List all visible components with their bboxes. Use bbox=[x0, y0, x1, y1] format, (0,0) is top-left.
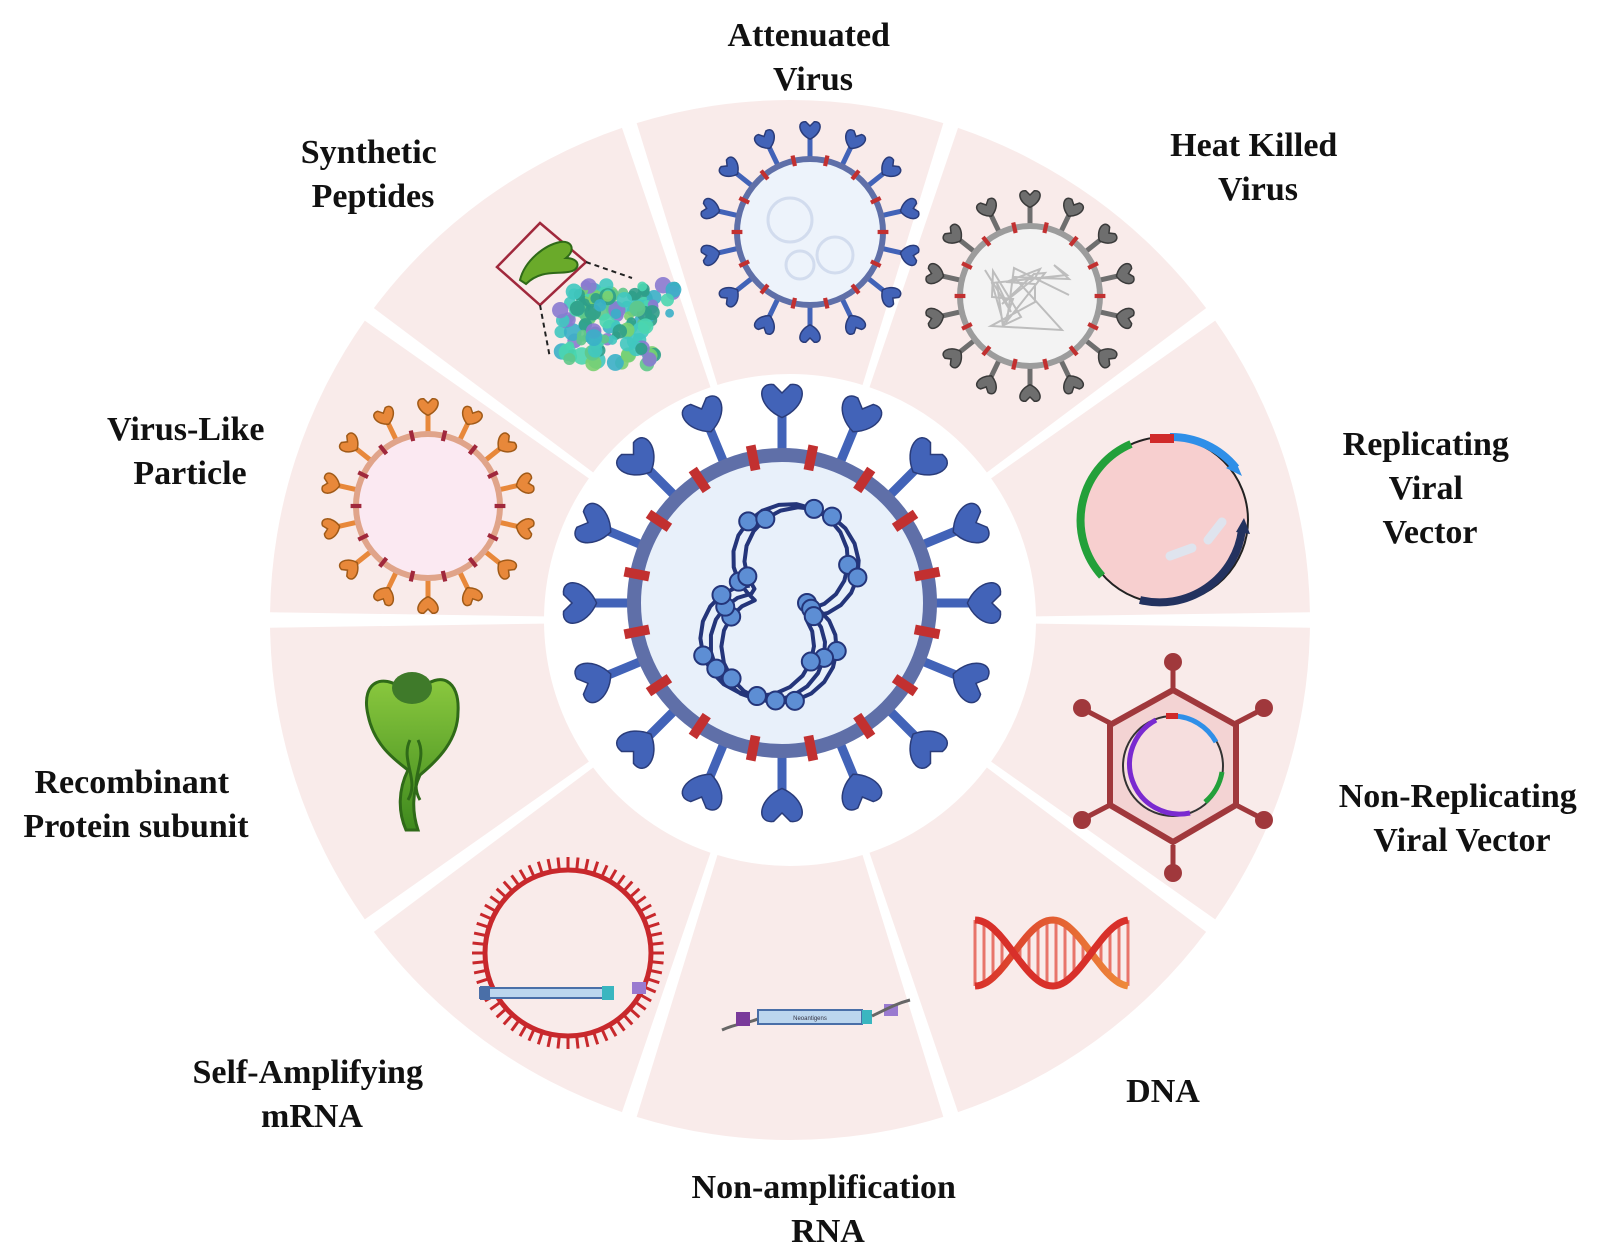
label-dna: DNA bbox=[1126, 1073, 1200, 1110]
label-synthetic-peptides: Synthetic Peptides bbox=[301, 134, 446, 215]
central-coronavirus-icon bbox=[563, 384, 1000, 821]
label-attenuated-virus: Attenuated Virus bbox=[728, 17, 899, 98]
strand-text: Neoantigens bbox=[793, 1016, 827, 1022]
label-virus-like-particle: Virus-Like Particle bbox=[107, 411, 273, 492]
plasmid-icon bbox=[1081, 434, 1250, 603]
label-self-amplifying-mrna: Self-Amplifying mRNA bbox=[193, 1054, 432, 1135]
label-non-amplification-rna: Non-amplification RNA bbox=[692, 1169, 965, 1250]
label-heat-killed-virus: Heat Killed Virus bbox=[1170, 127, 1346, 208]
label-replicating-viral-vector: Replicating Viral Vector bbox=[1343, 426, 1518, 551]
label-recombinant-protein-subunit: Recombinant Protein subunit bbox=[23, 764, 249, 845]
label-non-replicating-viral-vector: Non-Replicating Viral Vector bbox=[1339, 778, 1586, 859]
